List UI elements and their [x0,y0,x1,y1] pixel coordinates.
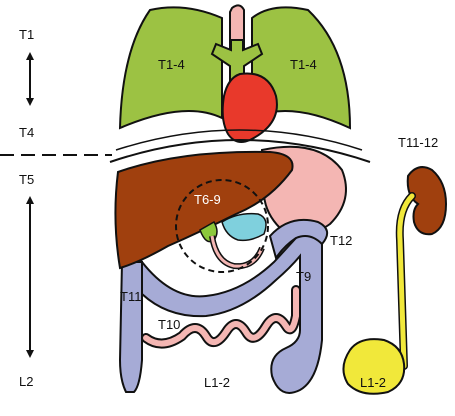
heart [221,72,278,143]
label-left-t1: T1 [19,27,34,42]
label-l1-2-colon: L1-2 [204,375,230,390]
label-lung-right: T1-4 [290,57,317,72]
kidney [406,166,448,236]
arrow-t5-l2-up-head [26,196,34,204]
bladder [342,338,406,395]
arrow-t1-t4-down-head [26,98,34,106]
label-kidney-t11-12: T11-12 [398,135,438,150]
arrow-t1-t4-up-head [26,52,34,60]
pancreas [221,212,267,242]
label-lung-left: T1-4 [158,57,185,72]
label-liver-t6-9: T6-9 [194,192,221,207]
label-left-l2: L2 [19,374,33,389]
label-left-t5: T5 [19,172,34,187]
label-t10: T10 [158,317,180,332]
label-left-t4: T4 [19,125,34,140]
left-lung [118,6,223,130]
label-t9: T9 [296,269,311,284]
small-intestine-fill [143,287,299,347]
label-t12: T12 [330,233,352,248]
colon-upper-loop [268,218,329,261]
liver [114,150,294,270]
colon [118,261,143,393]
rib-arc [115,129,363,151]
t6-9-region [175,179,269,273]
label-l1-2-bladder: L1-2 [360,375,386,390]
transverse-colon [141,232,323,394]
arrow-t5-l2-down-head [26,350,34,358]
diaphragm [109,139,371,163]
label-t11: T11 [120,289,141,304]
ureter-fill [397,193,415,369]
